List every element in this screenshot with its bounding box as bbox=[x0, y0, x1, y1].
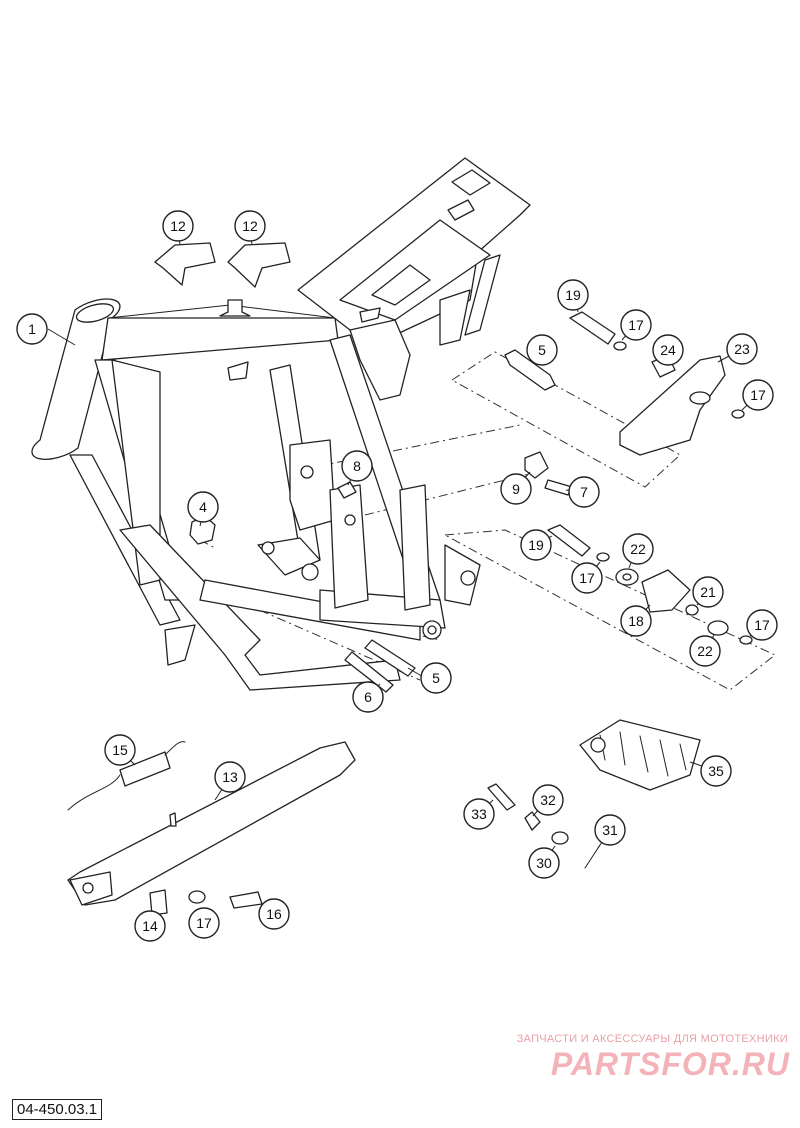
callout-4-label: 4 bbox=[199, 499, 207, 515]
callout-30: 30 bbox=[528, 847, 560, 879]
callout-12a: 12 bbox=[162, 210, 194, 242]
callout-12b-label: 12 bbox=[242, 218, 258, 234]
callout-33: 33 bbox=[463, 798, 495, 830]
callout-33-label: 33 bbox=[471, 806, 487, 822]
callout-1: 1 bbox=[16, 313, 48, 345]
callout-17d: 17 bbox=[746, 609, 778, 641]
callout-21-label: 21 bbox=[700, 584, 716, 600]
callout-22a-label: 22 bbox=[630, 541, 646, 557]
watermark-tagline: ЗАПЧАСТИ И АКСЕССУАРЫ ДЛЯ МОТОТЕХНИКИ bbox=[516, 1033, 788, 1045]
callout-5a: 5 bbox=[526, 334, 558, 366]
callout-30-label: 30 bbox=[536, 855, 552, 871]
callout-17a: 17 bbox=[620, 309, 652, 341]
callout-17b-label: 17 bbox=[750, 387, 766, 403]
callout-9-label: 9 bbox=[512, 481, 520, 497]
callout-1-label: 1 bbox=[28, 321, 36, 337]
tank-guard-right bbox=[227, 242, 291, 288]
callout-23: 23 bbox=[726, 333, 758, 365]
callout-16-label: 16 bbox=[266, 906, 282, 922]
rear-subframe bbox=[297, 157, 531, 401]
callout-6: 6 bbox=[352, 681, 384, 713]
callout-22b: 22 bbox=[689, 635, 721, 667]
callout-19b: 19 bbox=[520, 529, 552, 561]
callout-19a: 19 bbox=[557, 279, 589, 311]
callout-35-label: 35 bbox=[708, 763, 724, 779]
callout-15-label: 15 bbox=[112, 742, 128, 758]
callout-22a: 22 bbox=[622, 533, 654, 565]
callout-17c-label: 17 bbox=[579, 570, 595, 586]
callout-5a-label: 5 bbox=[538, 342, 546, 358]
callout-8-label: 8 bbox=[353, 458, 361, 474]
callout-7: 7 bbox=[568, 476, 600, 508]
callout-5b-label: 5 bbox=[432, 670, 440, 686]
callout-24: 24 bbox=[652, 334, 684, 366]
callout-24-label: 24 bbox=[660, 342, 676, 358]
callout-32: 32 bbox=[532, 784, 564, 816]
callout-18: 18 bbox=[620, 605, 652, 637]
callout-12a-label: 12 bbox=[170, 218, 186, 234]
callout-23-label: 23 bbox=[734, 341, 750, 357]
callout-31-label: 31 bbox=[602, 822, 618, 838]
callout-35: 35 bbox=[700, 755, 732, 787]
callout-14-label: 14 bbox=[142, 918, 158, 934]
callout-4: 4 bbox=[187, 491, 219, 523]
callout-13-label: 13 bbox=[222, 769, 238, 785]
callout-17c: 17 bbox=[571, 562, 603, 594]
callout-12b: 12 bbox=[234, 210, 266, 242]
callout-17e: 17 bbox=[188, 907, 220, 939]
callout-21: 21 bbox=[692, 576, 724, 608]
callout-5b: 5 bbox=[420, 662, 452, 694]
callout-13: 13 bbox=[214, 761, 246, 793]
callout-9: 9 bbox=[500, 473, 532, 505]
hardware bbox=[189, 451, 573, 693]
footrest-group bbox=[487, 719, 701, 869]
tank-guard-left bbox=[154, 242, 216, 286]
main-frame bbox=[31, 298, 481, 691]
callout-7-label: 7 bbox=[580, 484, 588, 500]
footpeg-mount-group bbox=[547, 524, 753, 645]
watermark-logo: PARTSFOR.RU bbox=[550, 1046, 790, 1082]
callout-6-label: 6 bbox=[364, 689, 372, 705]
callout-15: 15 bbox=[104, 734, 136, 766]
side-stand-group bbox=[67, 741, 356, 916]
brake-pedal-group bbox=[504, 311, 745, 456]
callout-32-label: 32 bbox=[540, 792, 556, 808]
callout-31: 31 bbox=[594, 814, 626, 846]
drawing-number: 04-450.03.1 bbox=[12, 1099, 103, 1120]
callout-17b: 17 bbox=[742, 379, 774, 411]
callout-16: 16 bbox=[258, 898, 290, 930]
callout-17a-label: 17 bbox=[628, 317, 644, 333]
callout-19a-label: 19 bbox=[565, 287, 581, 303]
callout-19b-label: 19 bbox=[528, 537, 544, 553]
callout-18-label: 18 bbox=[628, 613, 644, 629]
callout-17e-label: 17 bbox=[196, 915, 212, 931]
callout-8: 8 bbox=[341, 450, 373, 482]
callout-22b-label: 22 bbox=[697, 643, 713, 659]
callout-17d-label: 17 bbox=[754, 617, 770, 633]
callout-14: 14 bbox=[134, 910, 166, 942]
